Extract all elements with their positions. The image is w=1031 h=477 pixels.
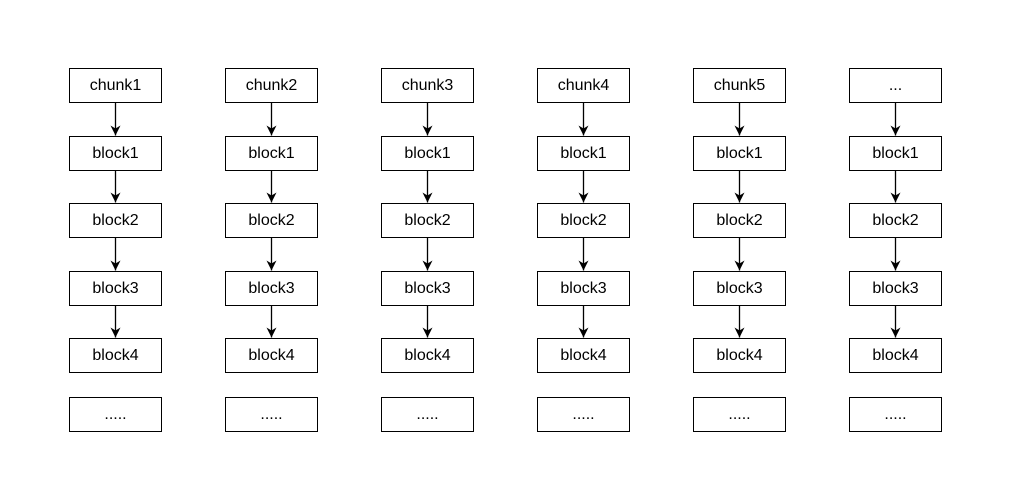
block-node: block1: [225, 136, 318, 171]
block-node: block3: [537, 271, 630, 306]
block-node: block2: [693, 203, 786, 238]
block-node: block2: [69, 203, 162, 238]
chunk-node: chunk1: [69, 68, 162, 103]
ellipsis-node: .....: [69, 397, 162, 432]
ellipsis-node: .....: [693, 397, 786, 432]
block-node: block4: [537, 338, 630, 373]
block-node: block4: [225, 338, 318, 373]
block-node: block4: [849, 338, 942, 373]
chunk-node: chunk4: [537, 68, 630, 103]
block-node: block1: [849, 136, 942, 171]
chunk-node: chunk2: [225, 68, 318, 103]
ellipsis-node: .....: [849, 397, 942, 432]
block-node: block4: [693, 338, 786, 373]
block-node: block4: [381, 338, 474, 373]
block-node: block3: [69, 271, 162, 306]
chunk-node: ...: [849, 68, 942, 103]
block-node: block3: [693, 271, 786, 306]
block-node: block2: [381, 203, 474, 238]
block-node: block1: [381, 136, 474, 171]
block-node: block3: [849, 271, 942, 306]
block-node: block2: [225, 203, 318, 238]
chunk-node: chunk3: [381, 68, 474, 103]
block-node: block3: [225, 271, 318, 306]
block-node: block1: [537, 136, 630, 171]
block-node: block1: [69, 136, 162, 171]
ellipsis-node: .....: [225, 397, 318, 432]
chunk-node: chunk5: [693, 68, 786, 103]
block-node: block4: [69, 338, 162, 373]
block-node: block2: [849, 203, 942, 238]
block-node: block2: [537, 203, 630, 238]
ellipsis-node: .....: [537, 397, 630, 432]
ellipsis-node: .....: [381, 397, 474, 432]
block-node: block3: [381, 271, 474, 306]
block-node: block1: [693, 136, 786, 171]
